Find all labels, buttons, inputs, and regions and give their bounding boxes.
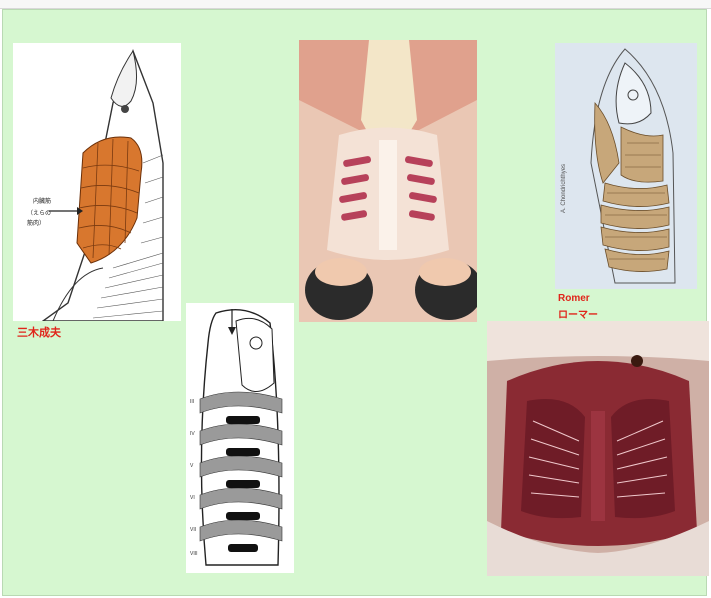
side-label-3: 筋	[45, 197, 51, 205]
arch-label-7: VII	[190, 527, 196, 533]
shark-head-drawing: 内 臓 筋 （ え ら の 筋 肉 ）	[13, 43, 181, 321]
gill-dissection-photo-red	[487, 321, 709, 576]
arch-label-3: III	[190, 399, 194, 405]
side-label-7: の	[45, 210, 51, 217]
red-gill-photo-art	[487, 321, 709, 576]
arch-label-6: VI	[190, 495, 195, 501]
miki-caption: 三木成夫	[17, 324, 61, 340]
side-label-10: ）	[39, 220, 45, 227]
gill-arch-dissection-photo	[299, 40, 477, 322]
gill-arch-schematic-art: III IV V VI VII VIII	[186, 303, 294, 573]
arch-label-8: VIII	[190, 551, 198, 557]
romer-diagram: A. Chondrichthyes	[555, 43, 697, 289]
romer-side-label: A. Chondrichthyes	[561, 164, 567, 213]
arch-label-5: V	[190, 463, 194, 469]
gill-arch-schematic: III IV V VI VII VIII	[186, 303, 294, 573]
dissection-photo-art	[299, 40, 477, 322]
window-top-bar	[0, 0, 711, 9]
slide: 内 臓 筋 （ え ら の 筋 肉 ） 三木成夫	[2, 9, 707, 596]
romer-diagram-art: A. Chondrichthyes	[555, 43, 697, 289]
romer-caption-en: Romer	[558, 293, 590, 304]
shark-musculature-figure: 内 臓 筋 （ え ら の 筋 肉 ）	[13, 43, 181, 321]
romer-caption-ja: ローマー	[558, 306, 598, 321]
arch-label-4: IV	[190, 431, 195, 437]
